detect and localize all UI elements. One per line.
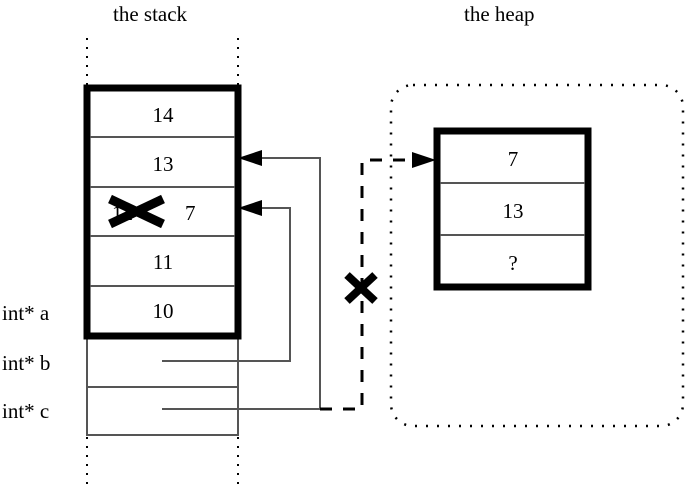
variable-label-b: int* b bbox=[2, 351, 51, 375]
heap-array-box bbox=[433, 127, 592, 291]
heap-cell-value-1: 13 bbox=[502, 199, 524, 223]
struck-value-x-icon bbox=[108, 194, 165, 229]
variable-label-c: int* c bbox=[2, 399, 50, 423]
pointer-c-to-stack-cell bbox=[162, 157, 321, 410]
stack-array-box bbox=[83, 84, 242, 340]
heap-title: the heap bbox=[464, 2, 535, 26]
pointer-c-arrowhead-icon bbox=[238, 150, 262, 166]
stack-title: the stack bbox=[113, 2, 188, 26]
stack-cell-value-2-old: 12 bbox=[112, 201, 133, 225]
broken-heap-pointer bbox=[320, 158, 424, 411]
stack-slot-c bbox=[86, 386, 239, 436]
stack-cell-value-3: 11 bbox=[152, 250, 174, 274]
heap-pointer-arrowhead-icon bbox=[412, 152, 436, 168]
heap-cell-value-2: ? bbox=[508, 251, 518, 275]
pointer-b-to-stack-cell bbox=[162, 207, 291, 362]
broken-pointer-x-icon bbox=[344, 272, 378, 304]
stack-cell-value-1: 13 bbox=[152, 152, 174, 176]
heap-boundary bbox=[389, 83, 685, 428]
stack-cell-value-0: 14 bbox=[152, 103, 174, 127]
stack-cell-value-4: 10 bbox=[152, 299, 174, 323]
stack-cell-value-2-new: 7 bbox=[185, 201, 196, 225]
pointer-b-arrowhead-icon bbox=[238, 200, 262, 216]
heap-cell-value-0: 7 bbox=[507, 147, 519, 171]
variable-label-a: int* a bbox=[2, 301, 50, 325]
